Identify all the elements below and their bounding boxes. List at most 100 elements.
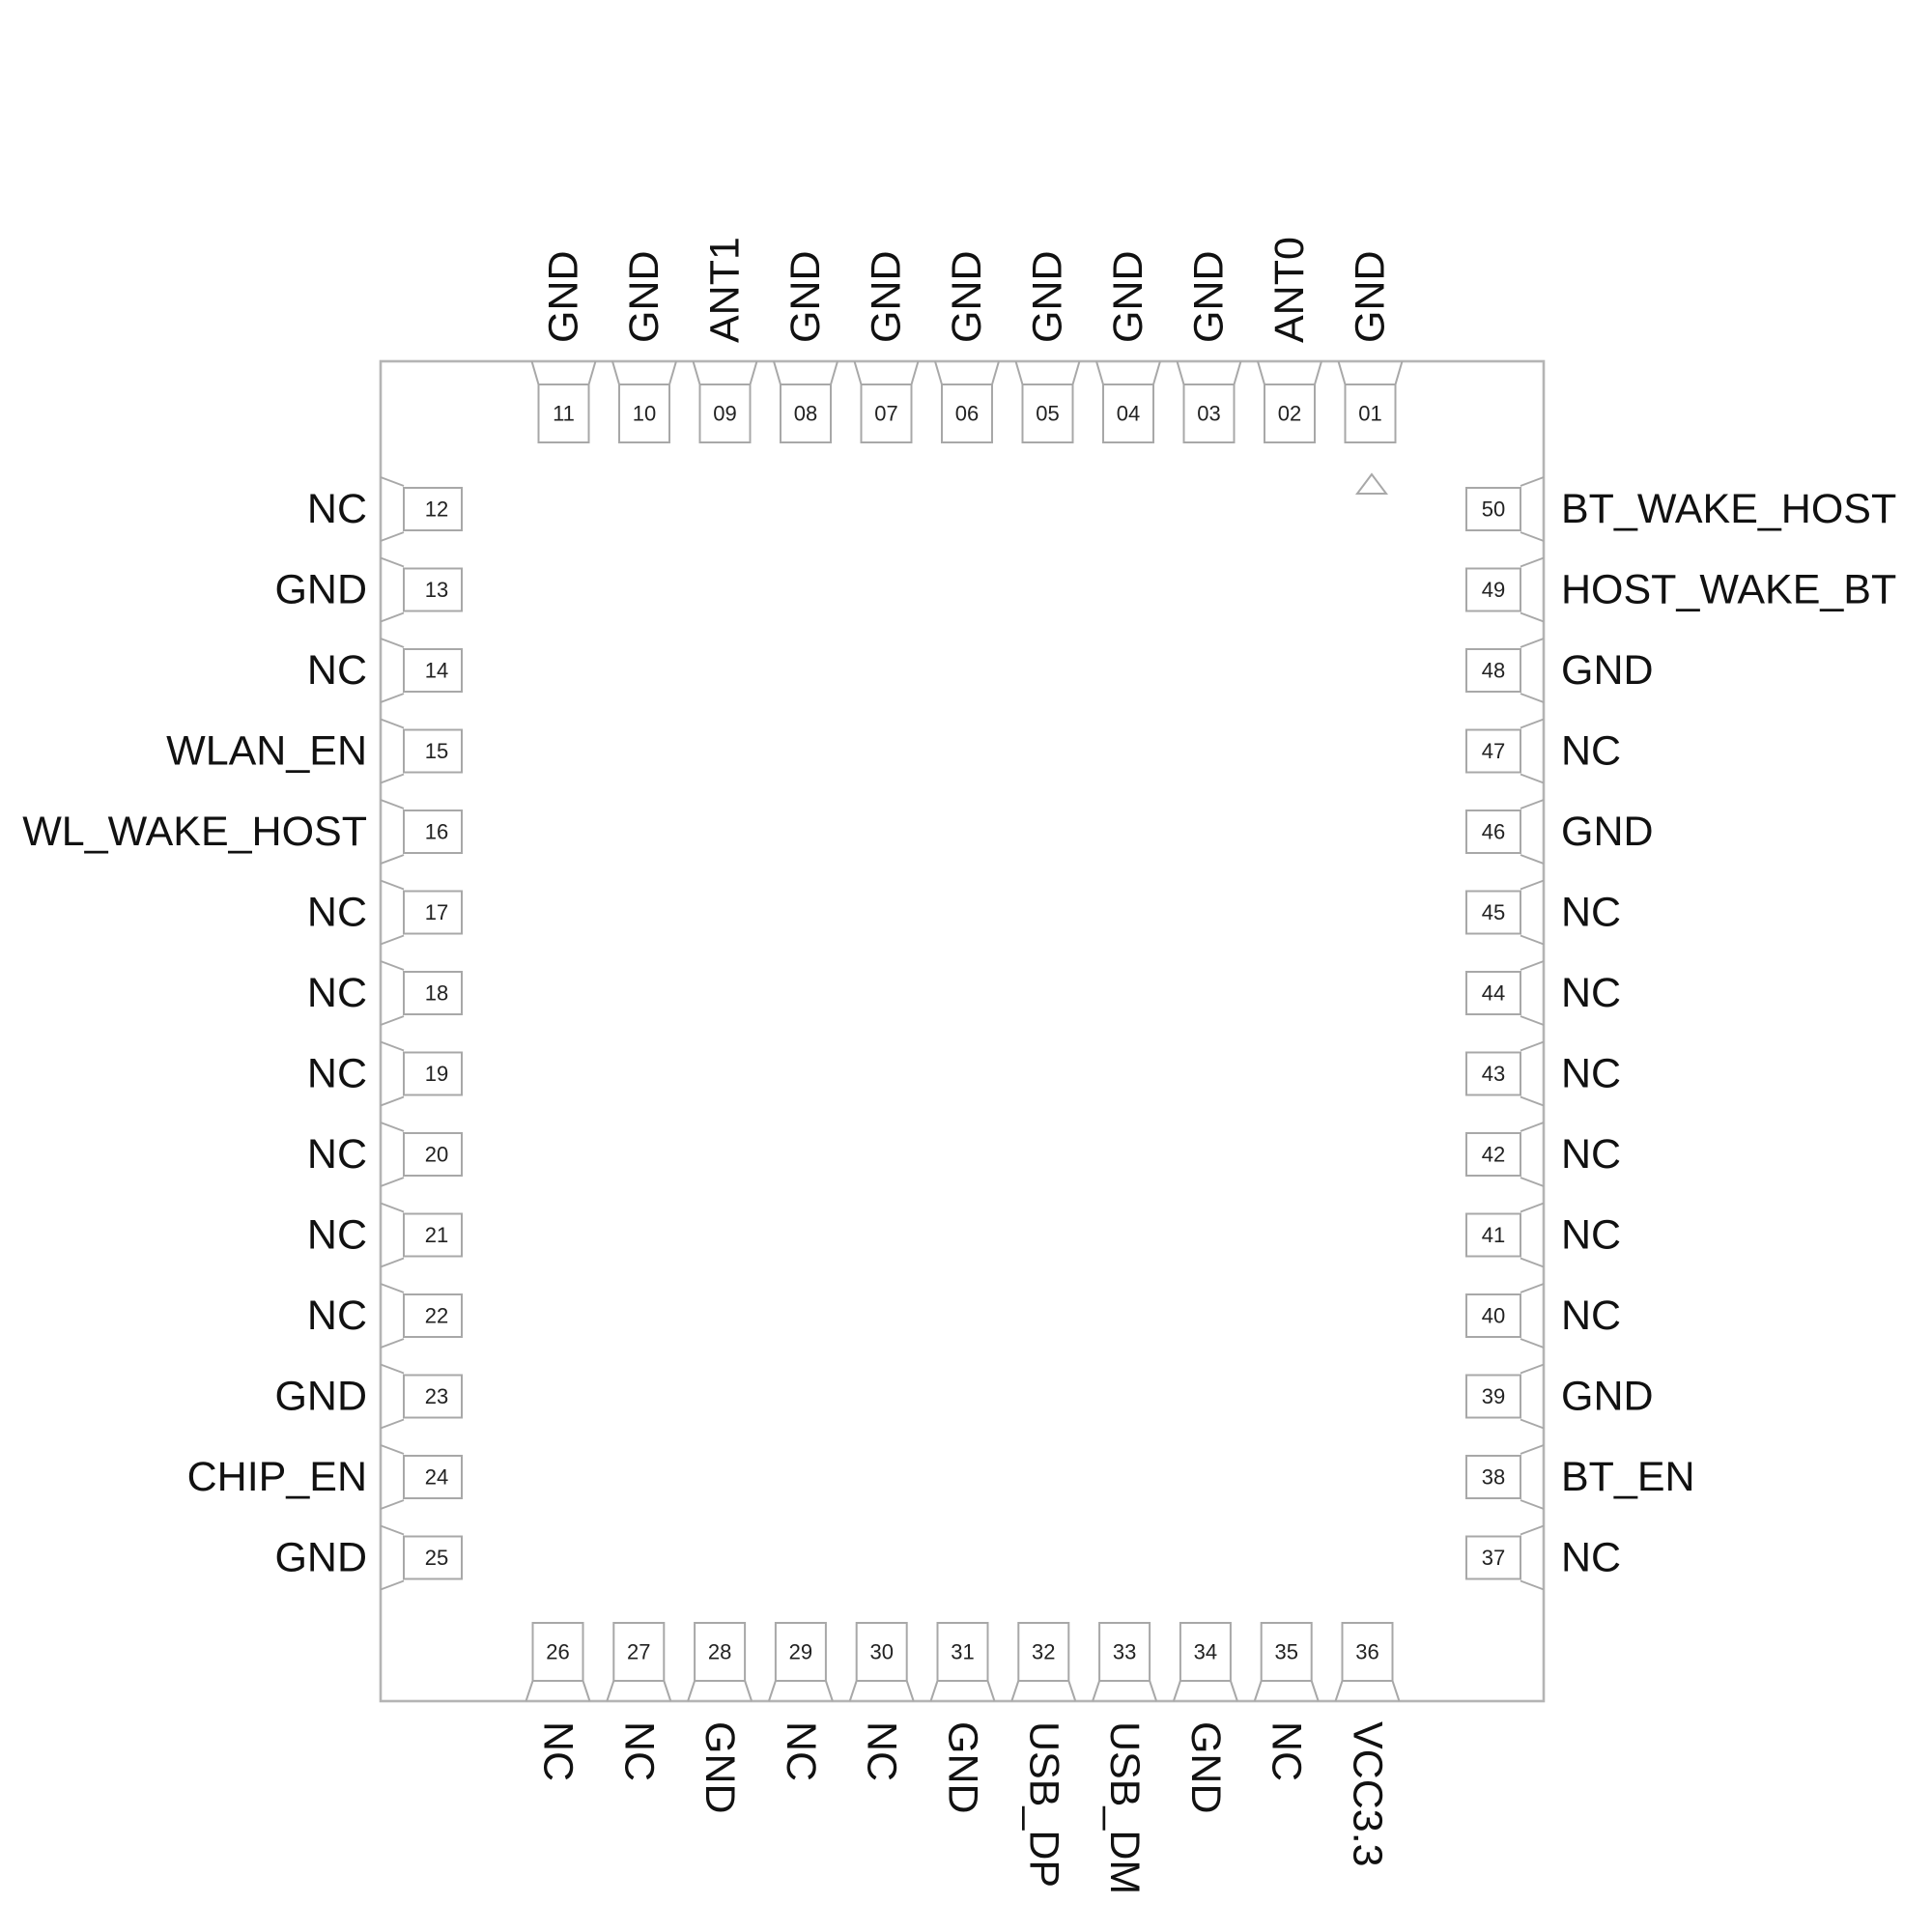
pin-lead (853, 360, 920, 385)
pin1-marker-icon (1355, 472, 1388, 495)
pin-lead (1010, 1680, 1077, 1702)
pin-pad (403, 1132, 463, 1177)
pin-pad (1465, 1293, 1521, 1338)
pin-lead (380, 556, 405, 623)
pin-label: WLAN_EN (166, 728, 367, 775)
pin-number: 48 (1482, 659, 1505, 683)
pin-pad (1179, 1622, 1232, 1682)
pin-pad (618, 384, 670, 443)
pin-lead (380, 1202, 405, 1268)
pin-lead (380, 1122, 405, 1187)
pin-lead (929, 1680, 996, 1702)
pin-pad (403, 1051, 463, 1096)
pin-pad (403, 567, 463, 612)
pin-lead (380, 1444, 405, 1510)
pin-pad (403, 487, 463, 531)
pin-pad (1465, 1455, 1521, 1499)
pin-label: NC (307, 970, 367, 1016)
pin-lead (530, 360, 597, 385)
pin-pad (1182, 384, 1236, 443)
pin-pad (403, 1374, 463, 1419)
pin-label: ANT0 (1266, 237, 1313, 343)
pin-number: 01 (1358, 402, 1381, 426)
pin-label: VCC3.3 (1345, 1721, 1391, 1867)
pin-pad (1021, 384, 1074, 443)
pin-pad (1465, 971, 1521, 1015)
pin-pad (1465, 810, 1521, 854)
pin-39: 39 GND (1465, 1363, 1654, 1430)
pin-pad (780, 384, 832, 443)
pin-number: 23 (425, 1384, 448, 1408)
pin-lead (1520, 1444, 1545, 1510)
pin-label: NC (1561, 1535, 1621, 1581)
pin-pad (1344, 384, 1397, 443)
pin-label: GND (274, 1374, 367, 1420)
pin-number: 35 (1274, 1640, 1297, 1664)
pin-number: 03 (1197, 402, 1220, 426)
pin-number: 47 (1482, 739, 1505, 763)
pin-label: USB_DM (1101, 1721, 1148, 1894)
pin-label: GND (864, 250, 910, 343)
pin-label: NC (615, 1721, 662, 1781)
pin-label: CHIP_EN (187, 1454, 367, 1500)
pin-number: 50 (1482, 497, 1505, 522)
pin-label: GND (1561, 1374, 1654, 1420)
pin-label: NC (535, 1721, 582, 1781)
pin-pad (860, 384, 913, 443)
pin-number: 16 (425, 820, 448, 844)
pin-lead (1520, 556, 1545, 623)
pin-pad (1260, 1622, 1313, 1682)
pin-lead (380, 1524, 405, 1591)
pin-lead (1520, 1040, 1545, 1107)
pin-number: 34 (1194, 1640, 1217, 1664)
pin-pad (1465, 1132, 1521, 1177)
pin-number: 04 (1117, 402, 1140, 426)
pin-number: 25 (425, 1546, 448, 1570)
pin-label: GND (696, 1721, 743, 1814)
pin-number: 13 (425, 578, 448, 602)
pin-number: 31 (951, 1640, 974, 1664)
pin-label: BT_EN (1561, 1454, 1695, 1500)
pin-pad (403, 1293, 463, 1338)
pin-number: 46 (1482, 820, 1505, 844)
pin-label: BT_WAKE_HOST (1561, 486, 1896, 532)
pin-label: NC (307, 486, 367, 532)
pin-lead (1172, 1680, 1238, 1702)
pin-label: GND (1025, 250, 1071, 343)
pin-pad (1465, 1051, 1521, 1096)
pin-lead (525, 1680, 591, 1702)
pin-pad (1341, 1622, 1394, 1682)
pin-lead (1095, 360, 1161, 385)
pin-label: NC (1561, 1293, 1621, 1339)
pin-lead (1520, 879, 1545, 946)
pin-pad (1017, 1622, 1070, 1682)
pin-label: NC (1561, 1131, 1621, 1178)
pin-number: 14 (425, 659, 448, 683)
pin-lead (767, 1680, 834, 1702)
pin-lead (1334, 1680, 1401, 1702)
pin-number: 43 (1482, 1062, 1505, 1086)
pin-label: NC (307, 647, 367, 694)
pin-lead (1520, 1202, 1545, 1268)
pin-pad (1098, 1622, 1151, 1682)
pin-lead (1520, 1122, 1545, 1187)
pin-number: 29 (789, 1640, 812, 1664)
pin-number: 39 (1482, 1384, 1505, 1408)
pin-lead (1520, 638, 1545, 703)
